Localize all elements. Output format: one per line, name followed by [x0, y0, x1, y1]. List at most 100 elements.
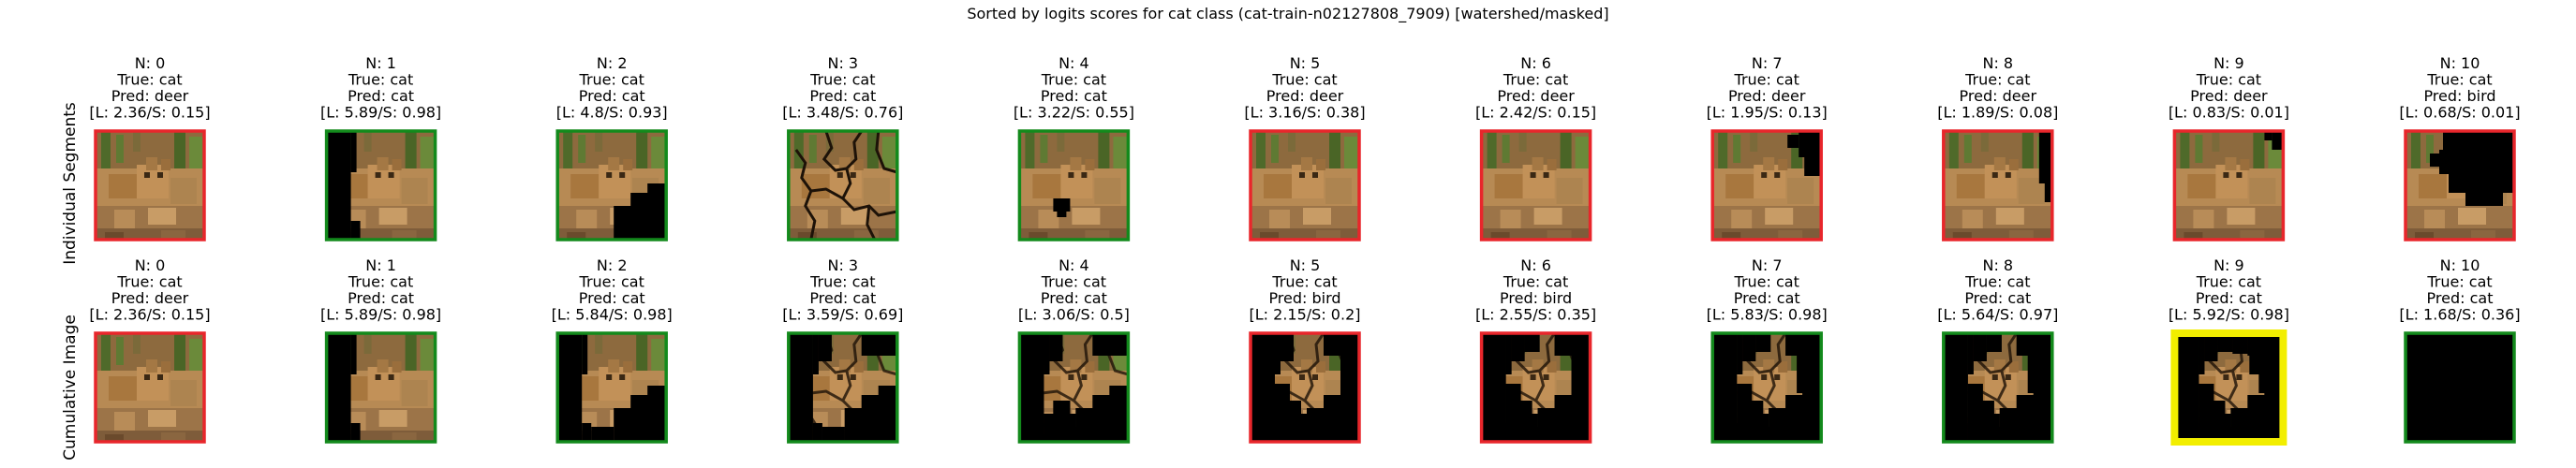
panel-image	[1481, 333, 1591, 442]
panel-index: N: 0	[135, 256, 166, 274]
panel-score: [L: 1.68/S: 0.36]	[2399, 306, 2520, 324]
panel-score: [L: 2.15/S: 0.2]	[1250, 306, 1361, 324]
panel-index: N: 9	[2213, 54, 2244, 72]
panel-true-label: True: cat	[348, 273, 413, 291]
panel-pred-label: Pred: deer	[2190, 87, 2268, 105]
panel-index: N: 3	[827, 54, 858, 72]
panel-score: [L: 0.68/S: 0.01]	[2399, 104, 2520, 122]
panel-score: [L: 2.55/S: 0.35]	[1475, 306, 1596, 324]
panel-image	[2406, 131, 2514, 240]
panel-true-label: True: cat	[1964, 273, 2030, 291]
panel-border-red	[1710, 129, 1823, 241]
panel-true-label: True: cat	[2196, 71, 2261, 89]
panel-true-label: True: cat	[1271, 71, 1337, 89]
panel-score: [L: 5.92/S: 0.98]	[2169, 306, 2289, 324]
panel-pred-label: Pred: cat	[1734, 289, 1800, 307]
panel-index: N: 4	[1059, 54, 1089, 72]
panel-border-red	[94, 129, 206, 241]
panel-true-label: True: cat	[809, 273, 875, 291]
panel-border-green	[2404, 331, 2516, 444]
panel-image	[1943, 131, 2052, 240]
panel-image	[2406, 333, 2514, 442]
panel-true-label: True: cat	[1503, 273, 1568, 291]
panel-index: N: 10	[2440, 256, 2480, 274]
panel-border-red	[1479, 129, 1592, 241]
panel-true-label: True: cat	[1503, 71, 1568, 89]
panel-index: N: 6	[1520, 54, 1551, 72]
panel-true-label: True: cat	[2426, 273, 2492, 291]
panel-pred-label: Pred: deer	[1497, 87, 1575, 105]
panel-border-green	[787, 129, 899, 241]
panel-image	[96, 131, 204, 240]
panel-border-red	[2404, 129, 2516, 241]
panel-border-green	[324, 129, 437, 241]
panel-score: [L: 5.84/S: 0.98]	[552, 306, 673, 324]
panel-true-label: True: cat	[1041, 71, 1106, 89]
panel-index: N: 7	[1752, 256, 1783, 274]
panel-pred-label: Pred: cat	[1964, 289, 2031, 307]
panel-pred-label: Pred: cat	[2427, 289, 2494, 307]
panel-border-red	[1249, 129, 1361, 241]
panel-score: [L: 1.95/S: 0.13]	[1707, 104, 1828, 122]
panel-border-red	[1249, 331, 1361, 444]
panel-score: [L: 3.48/S: 0.76]	[782, 104, 903, 122]
panel-pred-label: Pred: cat	[579, 289, 645, 307]
panel-image	[96, 333, 204, 442]
panel-index: N: 1	[365, 256, 396, 274]
panel-image	[557, 131, 667, 240]
panel-border-green	[1710, 331, 1823, 444]
panel-border-red	[1942, 129, 2054, 241]
panel-image	[326, 131, 436, 240]
panel-pred-label: Pred: deer	[1960, 87, 2037, 105]
panel-image	[557, 333, 667, 442]
panel-index: N: 5	[1290, 54, 1321, 72]
panel-image	[1712, 333, 1822, 442]
panel-score: [L: 1.89/S: 0.08]	[1937, 104, 2058, 122]
panel-score: [L: 5.64/S: 0.97]	[1937, 306, 2058, 324]
panel-image	[2174, 333, 2284, 442]
panel-image	[1019, 131, 1129, 240]
panel-pred-label: Pred: cat	[348, 87, 414, 105]
panel-index: N: 7	[1752, 54, 1783, 72]
panel-border-green	[324, 331, 437, 444]
panel-score: [L: 3.16/S: 0.38]	[1244, 104, 1365, 122]
panel-index: N: 1	[365, 54, 396, 72]
panel-true-label: True: cat	[1271, 273, 1337, 291]
panel-score: [L: 4.8/S: 0.93]	[556, 104, 668, 122]
panel-pred-label: Pred: cat	[579, 87, 645, 105]
panel-pred-label: Pred: bird	[1500, 289, 1572, 307]
panel-index: N: 6	[1520, 256, 1551, 274]
panel-pred-label: Pred: deer	[111, 87, 189, 105]
panel-score: [L: 0.83/S: 0.01]	[2169, 104, 2289, 122]
panel-border-red	[1479, 331, 1592, 444]
panel-true-label: True: cat	[579, 71, 644, 89]
panel-true-label: True: cat	[2196, 273, 2261, 291]
panel-score: [L: 5.89/S: 0.98]	[320, 104, 441, 122]
panel-true-label: True: cat	[348, 71, 413, 89]
panel-true-label: True: cat	[2426, 71, 2492, 89]
panel-score: [L: 5.83/S: 0.98]	[1707, 306, 1828, 324]
panel-index: N: 5	[1290, 256, 1321, 274]
panel-pred-label: Pred: cat	[348, 289, 414, 307]
panel-score: [L: 3.22/S: 0.55]	[1014, 104, 1134, 122]
panel-true-label: True: cat	[1734, 71, 1799, 89]
panel-pred-label: Pred: cat	[1041, 87, 1107, 105]
panel-image	[1712, 131, 1822, 240]
panel-pred-label: Pred: cat	[809, 289, 876, 307]
panel-pred-label: Pred: deer	[111, 289, 189, 307]
panel-image	[1251, 333, 1359, 442]
panel-true-label: True: cat	[1964, 71, 2030, 89]
